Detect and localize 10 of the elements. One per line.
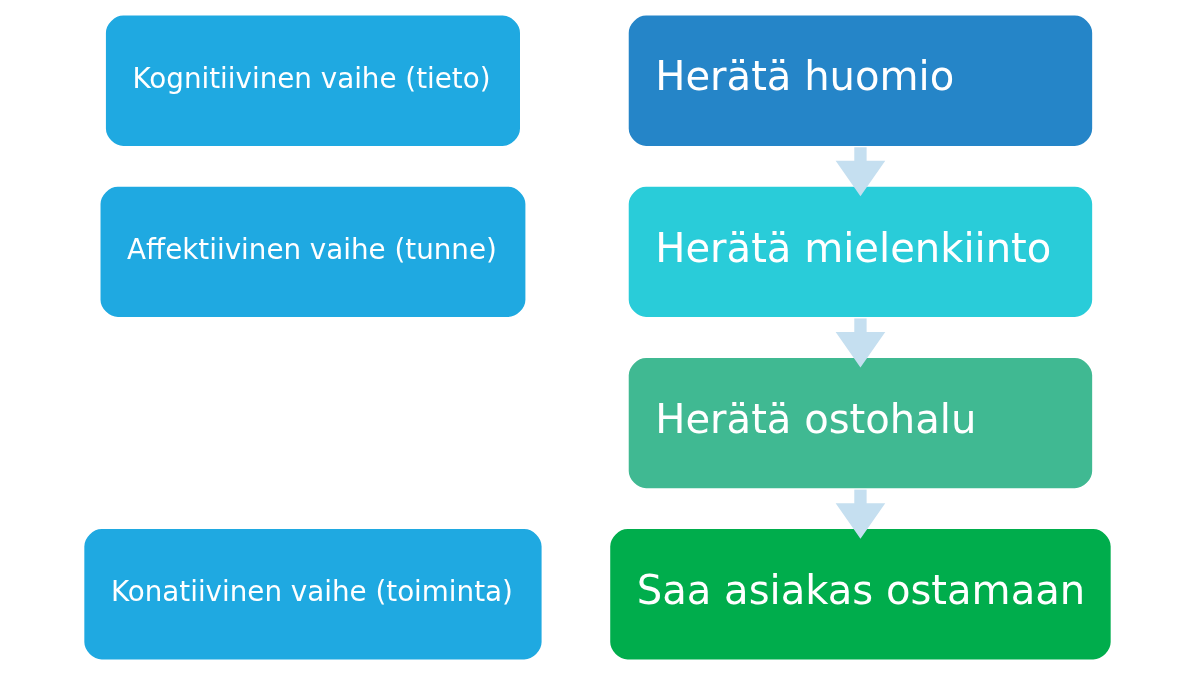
node-box: Kognitiivinen vaihe (tieto) [103, 13, 523, 149]
arrow [835, 318, 886, 368]
node-box: Herätä huomio [626, 13, 1095, 149]
node-box: Herätä ostohalu [626, 355, 1095, 491]
node-box: Konatiivinen vaihe (toiminta) [82, 526, 544, 662]
arrow [835, 147, 886, 197]
arrow [835, 489, 886, 539]
node-box: Affektiivinen vaihe (tunne) [98, 184, 528, 320]
node-box: Herätä mielenkiinto [626, 184, 1095, 320]
node-box: Saa asiakas ostamaan [607, 526, 1113, 662]
